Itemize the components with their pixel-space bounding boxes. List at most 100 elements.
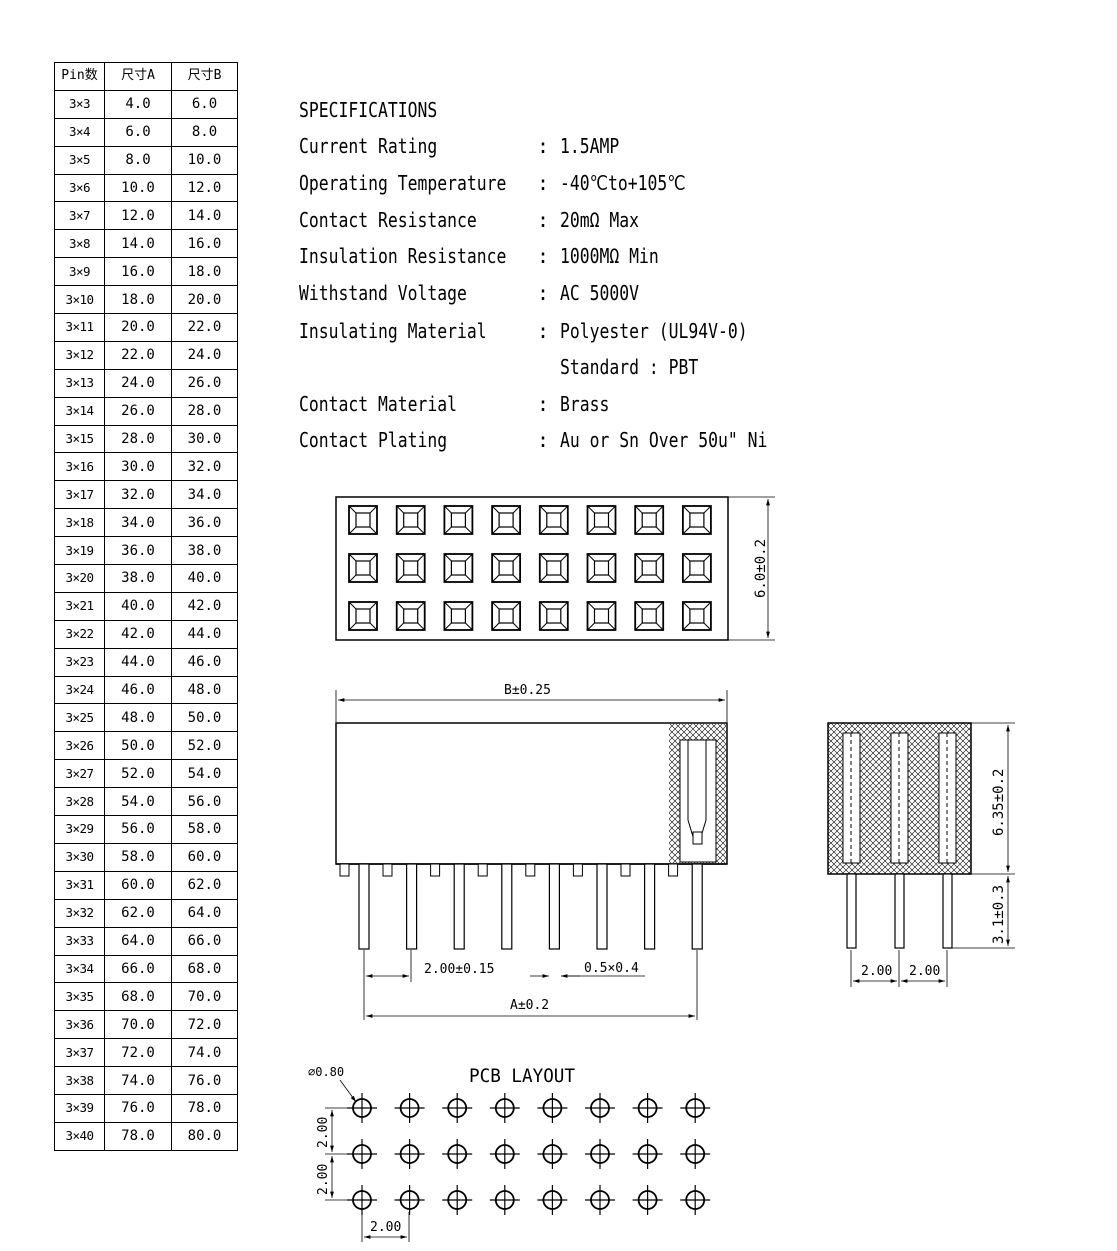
contact-cell (443, 553, 474, 583)
contact-cell (491, 553, 522, 583)
pin-count-cell: 3×27 (54, 759, 105, 789)
front-pins (339, 863, 703, 950)
pin-stub (525, 863, 536, 877)
pin-stub (572, 863, 583, 877)
contact-cell (443, 505, 474, 535)
size-a-cell: 26.0 (104, 396, 172, 426)
size-b-cell: 36.0 (171, 508, 238, 538)
size-a-cell: 10.0 (104, 173, 172, 203)
side-pin (846, 873, 857, 949)
size-a-cell: 64.0 (104, 926, 172, 956)
size-b-cell: 10.0 (171, 145, 238, 175)
size-a-cell: 66.0 (104, 954, 172, 984)
size-a-cell: 8.0 (104, 145, 172, 175)
pin-count-cell: 3×23 (54, 647, 105, 677)
size-b-cell: 80.0 (171, 1121, 238, 1151)
pcb-layout-title: PCB LAYOUT (469, 1065, 575, 1087)
pin-count-cell: 3×16 (54, 452, 105, 482)
size-a-cell: 40.0 (104, 591, 172, 621)
size-a-cell: 52.0 (104, 759, 172, 789)
pcb-hole (632, 1093, 663, 1123)
pin-count-cell: 3×40 (54, 1121, 105, 1151)
contact-cell (348, 553, 378, 583)
spec-value: Au or Sn Over 50u" Ni (560, 428, 768, 452)
size-b-cell: 60.0 (171, 842, 238, 872)
header-pin-count: Pin数 (54, 62, 105, 91)
size-b-cell: 68.0 (171, 954, 238, 984)
pin-count-cell: 3×22 (54, 619, 105, 649)
spec-colon: : (537, 244, 550, 268)
pcb-hole (632, 1185, 663, 1215)
side-pitch-label: 2.00 (861, 964, 892, 979)
size-b-cell: 44.0 (171, 619, 238, 649)
size-a-cell: 6.0 (104, 117, 172, 147)
pcb-hole (442, 1139, 473, 1169)
size-a-cell: 48.0 (104, 703, 172, 733)
contact-cell (682, 601, 712, 631)
pin-count-cell: 3×25 (54, 703, 105, 733)
contact-cell (395, 505, 426, 535)
top-view-body (335, 496, 729, 641)
size-a-cell: 70.0 (104, 1010, 172, 1040)
pin-stub (668, 863, 679, 877)
size-a-cell: 74.0 (104, 1066, 172, 1095)
contact-cell (491, 601, 522, 631)
pin-count-cell: 3×36 (54, 1010, 105, 1040)
contact-cell (682, 505, 712, 535)
size-b-cell: 32.0 (171, 452, 238, 482)
side-tail-label: 3.1±0.3 (991, 885, 1007, 944)
pitch-dimension-label: 2.00±0.15 (424, 962, 494, 977)
pcb-hole (680, 1139, 711, 1169)
size-b-cell: 20.0 (171, 285, 238, 315)
size-a-cell: 72.0 (104, 1038, 172, 1068)
pcb-hole (680, 1185, 711, 1215)
spec-label: Contact Plating (299, 428, 448, 452)
contact-cell (395, 553, 426, 583)
size-b-cell: 74.0 (171, 1038, 238, 1068)
pcb-hole (585, 1093, 615, 1123)
size-b-cell: 12.0 (171, 173, 238, 203)
spec-value: -40℃to+105℃ (560, 171, 686, 195)
size-b-cell: 6.0 (171, 89, 238, 119)
spec-value: Standard : PBT (560, 355, 699, 379)
pcb-hole (585, 1139, 615, 1169)
front-pin (643, 863, 656, 950)
size-a-cell: 18.0 (104, 285, 172, 315)
size-a-cell: 62.0 (104, 898, 172, 928)
pcb-hole (394, 1185, 425, 1215)
a-dimension-label: A±0.2 (510, 998, 549, 1013)
pcb-hole (489, 1185, 520, 1215)
pcb-vertical-pitch-label: 2.00 (316, 1117, 331, 1148)
pcb-hole (442, 1093, 473, 1123)
pin-count-cell: 3×10 (54, 285, 105, 315)
leader-line (339, 1079, 357, 1103)
size-b-cell: 16.0 (171, 229, 238, 259)
contact-cell (586, 553, 617, 583)
spec-value: AC 5000V (560, 281, 639, 305)
contact-cell (634, 601, 665, 631)
contact-cell (538, 553, 569, 583)
side-height-label: 6.35±0.2 (991, 769, 1007, 836)
pin-count-cell: 3×38 (54, 1066, 105, 1095)
pcb-hole (394, 1139, 425, 1169)
pcb-vertical-pitch-label: 2.00 (316, 1164, 331, 1195)
connector-front-view: B±0.25 2.00±0.15 0.5×0.4 A±0.2 (335, 683, 728, 1020)
pin-count-cell: 3×12 (54, 340, 105, 370)
spec-label: Operating Temperature (299, 171, 507, 195)
